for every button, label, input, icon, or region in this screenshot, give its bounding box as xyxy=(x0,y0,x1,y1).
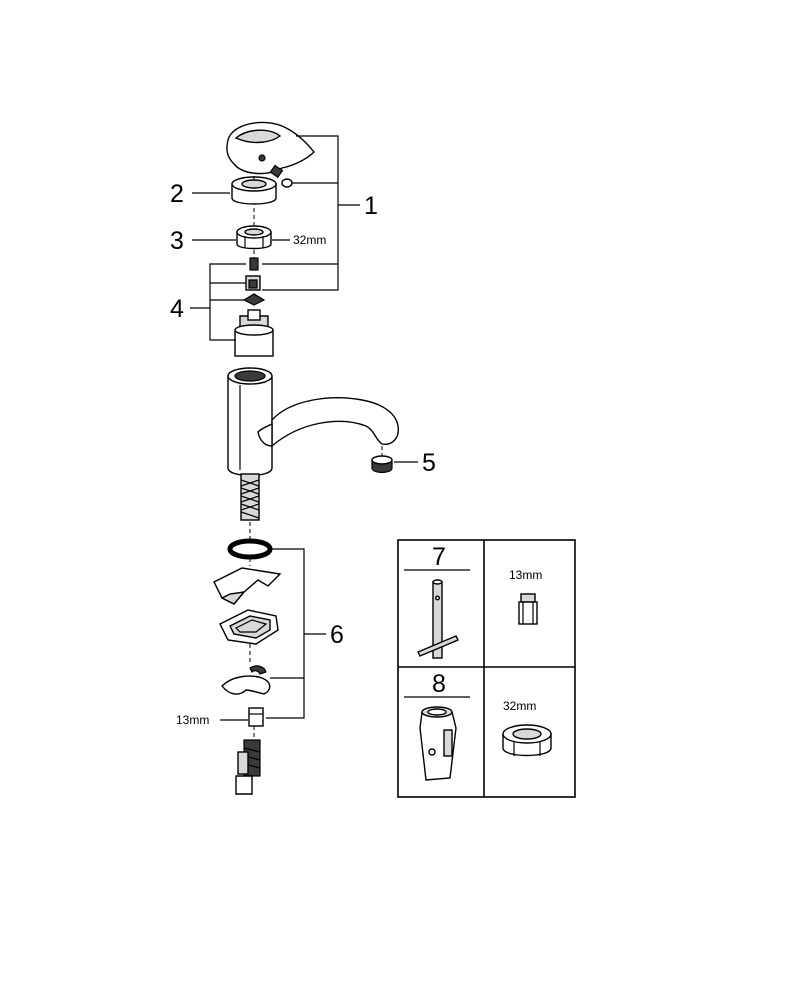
hex-key-tool xyxy=(417,579,459,659)
tool-13mm-label: 13mm xyxy=(509,568,542,582)
support-plate xyxy=(219,609,279,645)
supply-hoses xyxy=(235,739,261,795)
dimension-32mm: 32mm xyxy=(293,233,326,247)
cartridge-nut xyxy=(236,225,272,250)
tool-32mm-label: 32mm xyxy=(503,699,536,713)
tool-13mm-cell: 13mm xyxy=(509,568,542,625)
socket-wrench-tool xyxy=(419,706,457,781)
nipple-tool-icon xyxy=(518,593,538,625)
callout-4: 4 xyxy=(170,295,184,323)
tool-7-cell: 7 xyxy=(404,543,470,659)
cartridge-adapter xyxy=(245,275,261,291)
retaining-plate xyxy=(221,665,271,695)
ceramic-cartridge xyxy=(234,309,274,357)
callout-6: 6 xyxy=(330,621,344,649)
tool-8-cell: 8 xyxy=(404,670,470,781)
cartridge-seal xyxy=(242,293,266,306)
cartridge-screw xyxy=(249,257,259,271)
callout-3: 3 xyxy=(170,227,184,255)
callout-2: 2 xyxy=(170,180,184,208)
callout-7: 7 xyxy=(432,543,446,571)
dimension-13mm: 13mm xyxy=(176,713,209,727)
aerator xyxy=(371,455,393,474)
lever-handle xyxy=(226,121,315,175)
leader-1-bracket xyxy=(262,135,339,291)
callout-1: 1 xyxy=(364,192,378,220)
callout-8: 8 xyxy=(432,670,446,698)
tool-32mm-cell: 32mm xyxy=(502,699,552,757)
rubber-washer xyxy=(213,567,282,605)
flexible-hose xyxy=(240,473,260,521)
nut-tool-icon xyxy=(502,724,552,757)
o-ring xyxy=(227,538,273,560)
cover-cap xyxy=(231,176,277,205)
callout-5: 5 xyxy=(422,449,436,477)
leader-4-bracket xyxy=(209,263,246,341)
threaded-nipple xyxy=(248,707,264,727)
tools-table: 7 13mm 8 xyxy=(397,539,576,798)
